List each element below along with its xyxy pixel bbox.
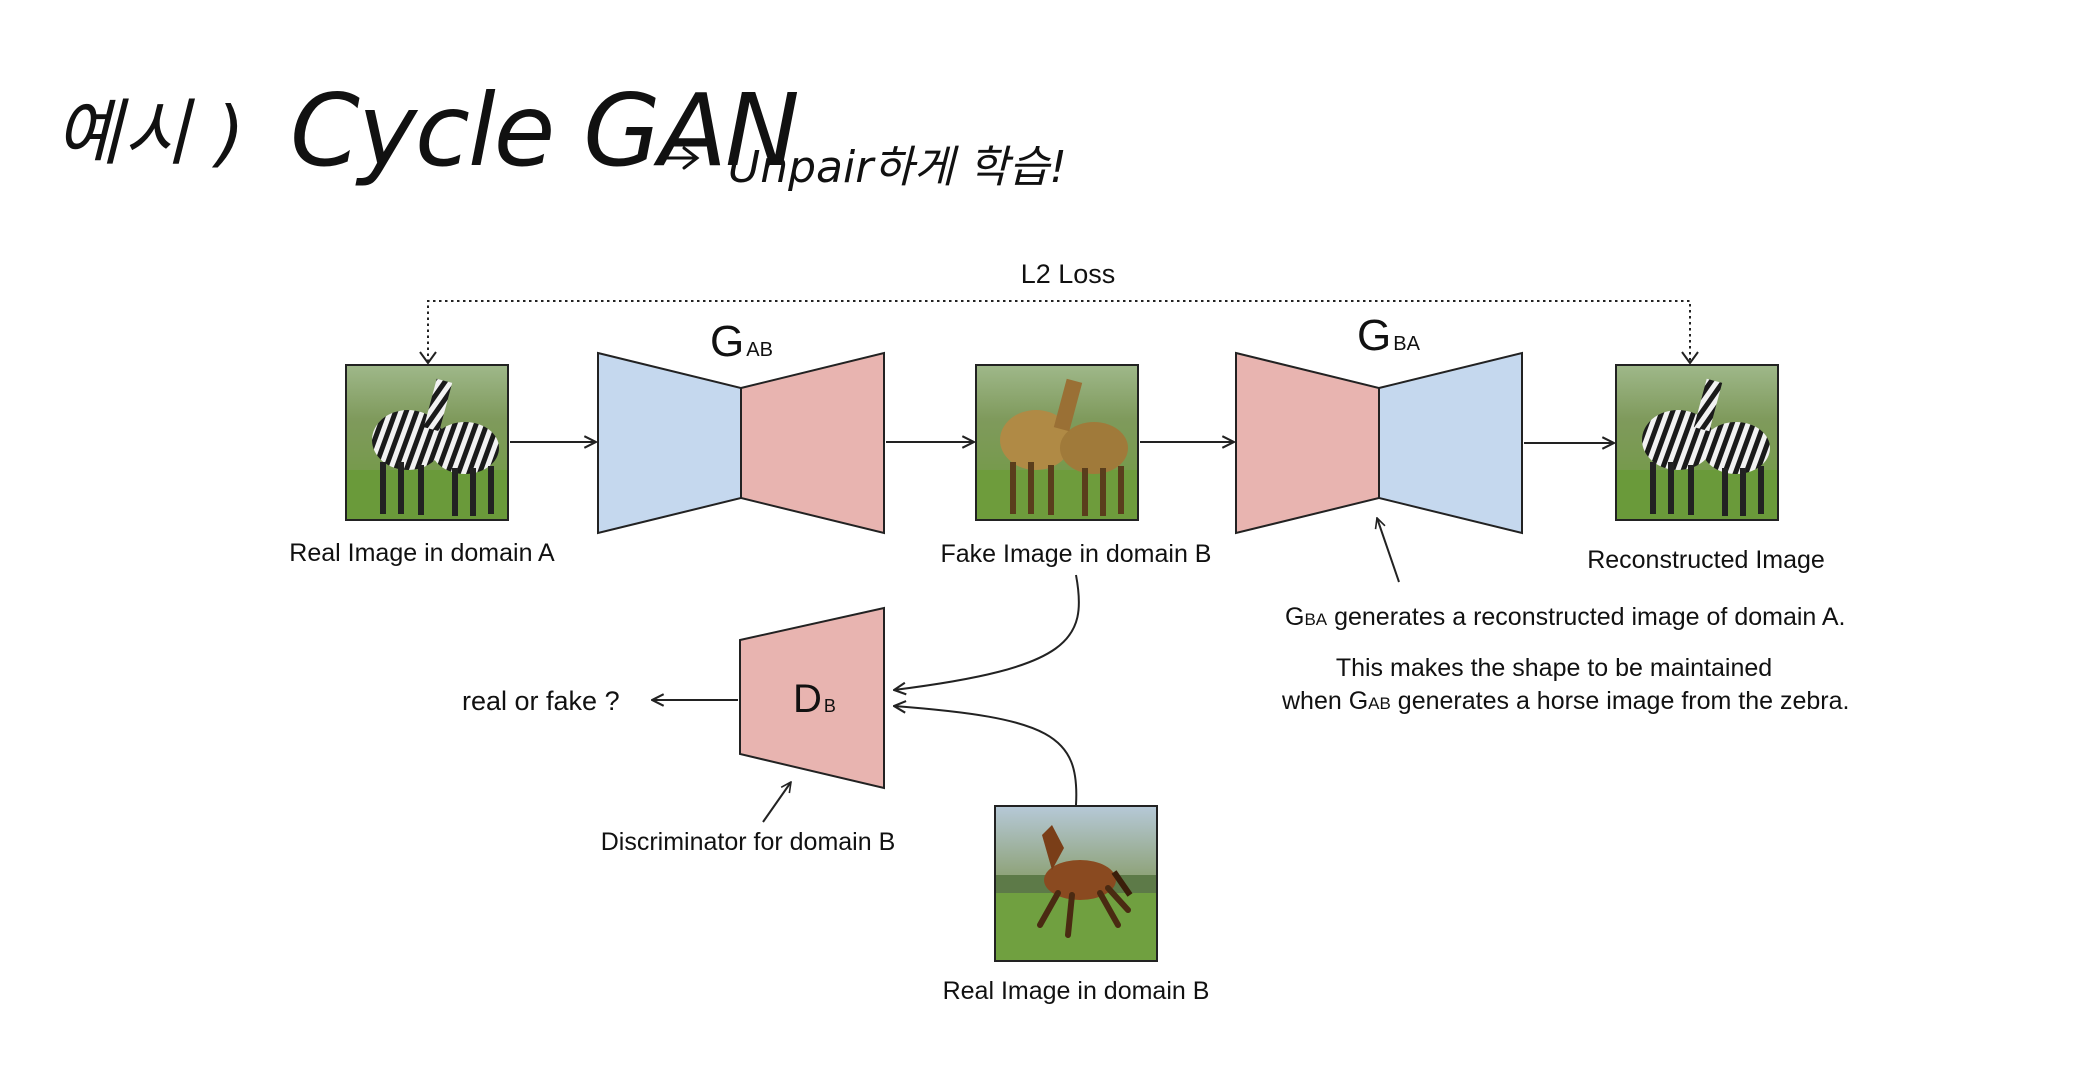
note-shape-pre: when G xyxy=(1281,687,1368,715)
arrow-fake-b-to-disc xyxy=(894,574,1080,690)
note-gba-sub: BA xyxy=(1304,610,1327,629)
arrow-real-b-to-disc xyxy=(894,706,1078,806)
loss-label: L2 Loss xyxy=(1021,259,1116,289)
real-image-a-caption: Real Image in domain A xyxy=(289,539,555,567)
note-shape-line1: This makes the shape to be maintained xyxy=(1336,654,1772,682)
arrow-note-to-gba xyxy=(1377,518,1400,583)
generator-ba-letter: G xyxy=(1357,311,1391,360)
reconstructed-image xyxy=(1615,364,1779,521)
generator-ab-letter: G xyxy=(710,317,744,366)
note-gba-text: generates a reconstructed image of domai… xyxy=(1327,603,1845,631)
header-note: Unpair하게 학습! xyxy=(728,142,1067,193)
disc-caption: Discriminator for domain B xyxy=(601,828,896,856)
note-gba: GBA generates a reconstructed image of d… xyxy=(1285,603,1846,631)
discriminator-b-letter: D xyxy=(793,677,822,721)
generator-ba-sub: BA xyxy=(1393,333,1420,355)
generator-ab-decoder xyxy=(740,351,885,535)
generator-ab-sub: AB xyxy=(746,339,773,361)
note-shape-sub: AB xyxy=(1368,694,1391,713)
generator-ab-encoder xyxy=(597,351,742,535)
discriminator-b xyxy=(739,606,885,790)
note-shape-line2: when GAB generates a horse image from th… xyxy=(1281,687,1849,715)
note-gba-letter: G xyxy=(1285,603,1304,631)
header-title: Cycle GAN xyxy=(290,72,798,189)
discriminator-b-sub: B xyxy=(824,696,836,716)
real-image-a xyxy=(345,364,509,521)
fake-image-b xyxy=(975,364,1139,521)
arrow-note-to-disc xyxy=(762,782,791,823)
fake-image-b-caption: Fake Image in domain B xyxy=(941,540,1212,568)
loss-arrowhead-right-icon xyxy=(1681,351,1699,365)
note-shape-post: generates a horse image from the zebra. xyxy=(1391,687,1850,715)
loss-connector xyxy=(427,300,1691,362)
generator-ba-decoder xyxy=(1378,351,1523,535)
reconstructed-image-caption: Reconstructed Image xyxy=(1587,546,1825,574)
real-image-b-caption: Real Image in domain B xyxy=(943,977,1210,1005)
generator-ba xyxy=(1235,351,1523,535)
header-arrow-icon xyxy=(658,146,700,170)
header-prefix: 예시 ) xyxy=(55,91,246,175)
generator-ab xyxy=(597,351,885,535)
disc-output-label: real or fake ? xyxy=(462,686,620,716)
loss-arrowhead-left-icon xyxy=(419,351,437,365)
real-image-b xyxy=(994,805,1158,962)
generator-ba-encoder xyxy=(1235,351,1380,535)
